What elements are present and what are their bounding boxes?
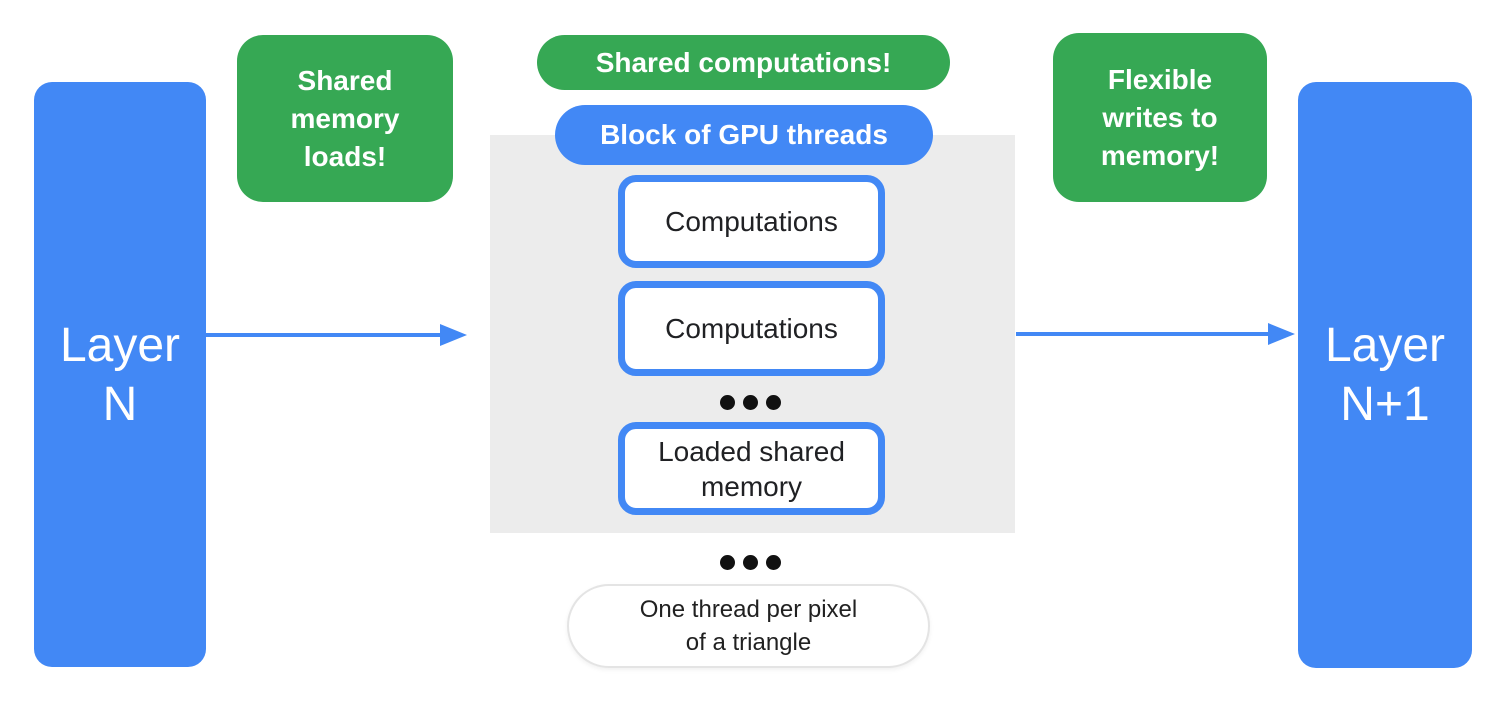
layer-n-plus-1-box: Layer N+1: [1298, 82, 1472, 668]
note-one-thread-per-pixel: One thread per pixel of a triangle: [567, 584, 930, 668]
ellipsis-dot: [719, 394, 735, 410]
callout-shared-memory-loads: Shared memory loads!: [237, 35, 453, 202]
callout-line: loads!: [303, 140, 387, 172]
loaded-shared-memory-box: Loaded shared memory: [618, 422, 885, 515]
layer-n-box: Layer N: [34, 82, 206, 667]
ellipsis-below-panel: [715, 554, 785, 570]
callout-line: Flexible: [1107, 63, 1213, 95]
loaded-shared-memory-line: memory: [700, 470, 803, 502]
arrow-block-to-layer-n-plus-1: [1016, 323, 1295, 345]
computations-box-2: Computations: [618, 281, 885, 376]
ellipsis-inside-panel: [715, 394, 785, 410]
ellipsis-dot: [765, 394, 781, 410]
layer-n-label-line2: N: [102, 377, 138, 431]
callout-line: memory!: [1100, 139, 1220, 171]
computations-label: Computations: [665, 206, 838, 237]
callout-line: Shared: [297, 64, 393, 96]
note-line: One thread per pixel: [639, 596, 858, 623]
note-line: of a triangle: [685, 629, 812, 656]
ellipsis-dot: [765, 554, 781, 570]
label-block-of-gpu-threads: Block of GPU threads: [555, 105, 933, 165]
callout-line: writes to: [1102, 101, 1218, 133]
callout-shared-computations: Shared computations!: [537, 35, 950, 90]
ellipsis-dot: [742, 554, 758, 570]
callout-flexible-writes: Flexible writes to memory!: [1053, 33, 1267, 202]
arrow-layer-n-to-block: [206, 324, 467, 346]
layer-n-plus-1-label-line1: Layer: [1324, 319, 1446, 372]
computations-label: Computations: [665, 313, 838, 344]
loaded-shared-memory-line: Loaded shared: [658, 435, 845, 467]
ellipsis-dot: [719, 554, 735, 570]
computations-box-1: Computations: [618, 175, 885, 268]
layer-n-plus-1-label-line2: N+1: [1340, 378, 1430, 431]
layer-n-label-line1: Layer: [59, 318, 181, 372]
ellipsis-dot: [742, 394, 758, 410]
callout-line: memory: [290, 102, 400, 134]
